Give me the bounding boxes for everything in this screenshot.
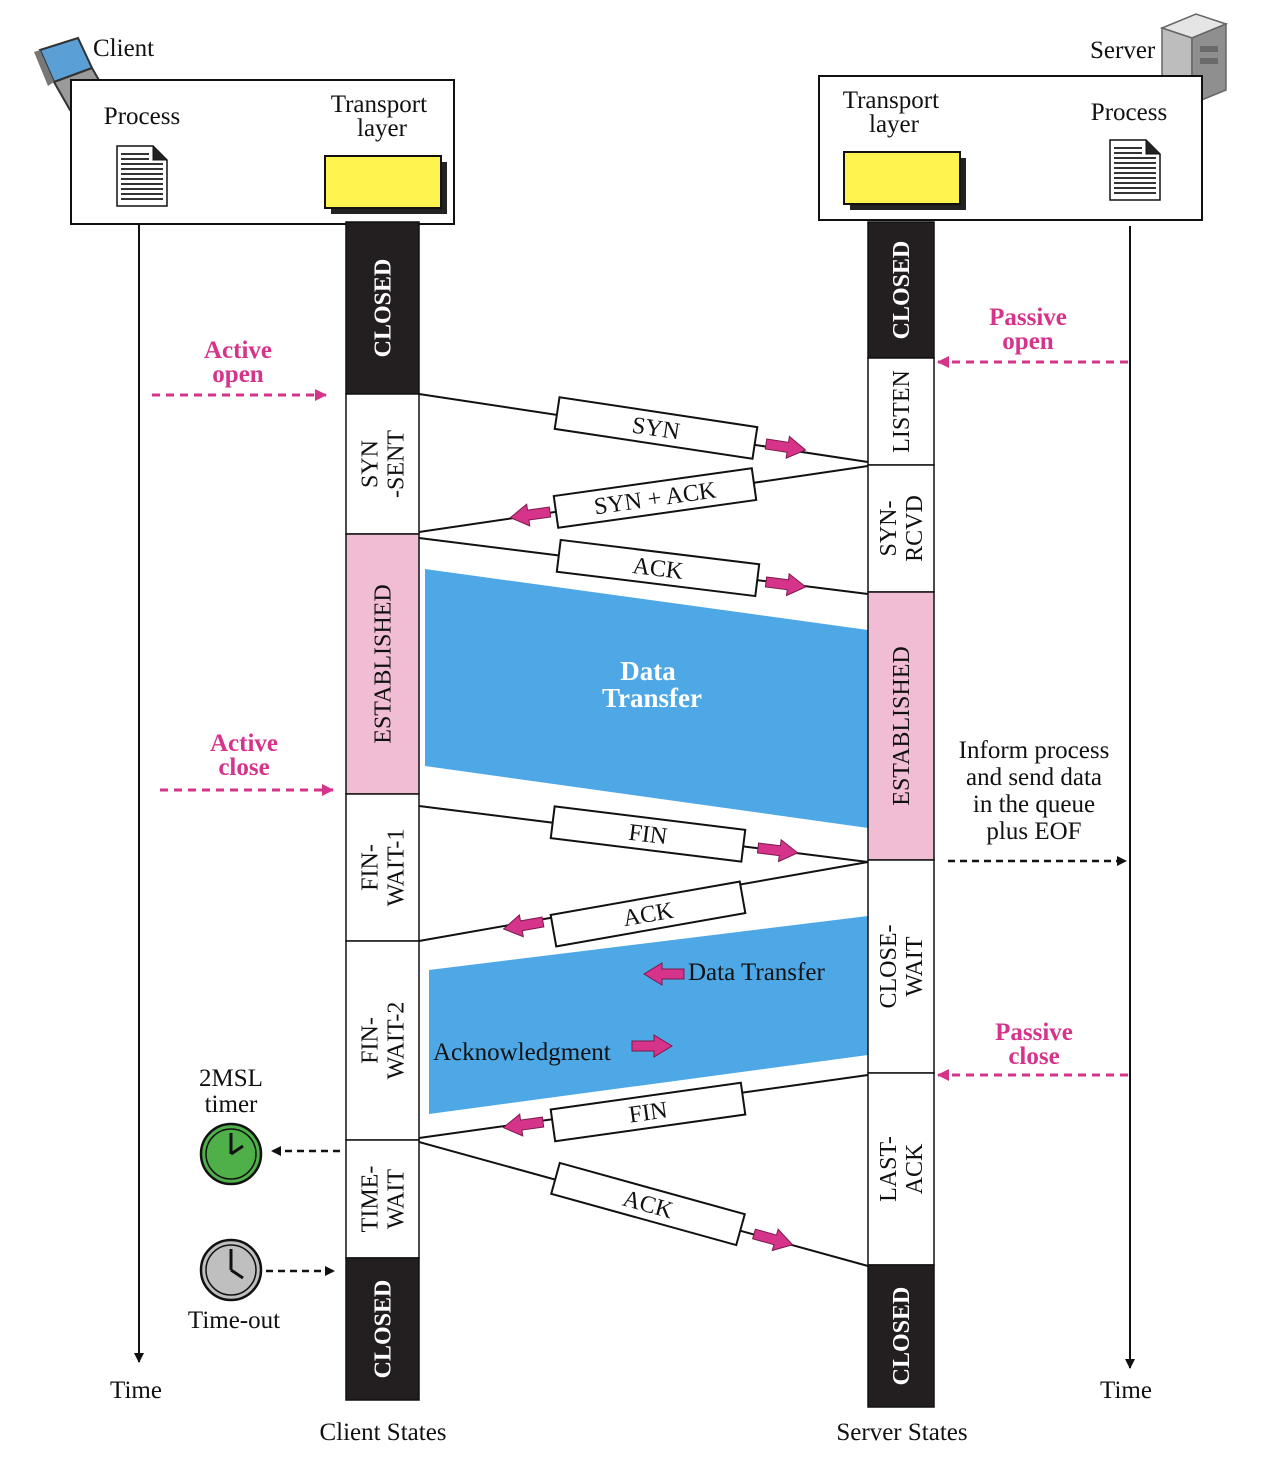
active-open-label-1: Active xyxy=(204,337,272,364)
client-states-caption: Client States xyxy=(319,1419,446,1446)
server-state-closed-0: CLOSED xyxy=(867,221,935,359)
ack-2-direction-arrow xyxy=(501,910,546,941)
segment-ack-3: ACK xyxy=(549,1161,747,1247)
server-states-caption: Server States xyxy=(836,1419,967,1446)
client-process-icon xyxy=(116,145,168,207)
client-state-fin-wait-1-3: FIN-WAIT-1 xyxy=(345,793,420,942)
svg-text:LAST-ACK: LAST-ACK xyxy=(876,1136,928,1202)
segment-syn: SYN xyxy=(553,396,759,460)
server-state-last-ack-5: LAST-ACK xyxy=(867,1072,935,1266)
timeout-clock-icon xyxy=(199,1238,263,1302)
passive-open-label-2: open xyxy=(1002,328,1054,355)
server-transport-label: Transport layer xyxy=(843,87,946,138)
fin-2-direction-arrow xyxy=(501,1110,546,1139)
client-transport-box xyxy=(324,155,447,214)
segment-ack-1: ACK xyxy=(555,538,761,598)
client-state-established-2: ESTABLISHED xyxy=(345,533,420,795)
svg-text:FIN-WAIT-2: FIN-WAIT-2 xyxy=(358,1002,410,1080)
data-transfer-label-1: Data xyxy=(620,656,676,686)
passive-open-label-1: Passive xyxy=(989,304,1067,331)
server-state-listen-1: LISTEN xyxy=(867,357,935,466)
svg-text:in the queue: in the queue xyxy=(973,791,1095,818)
svg-text:ESTABLISHED: ESTABLISHED xyxy=(889,646,915,805)
client-transport-label: Transport layer xyxy=(331,91,434,142)
server-state-established-3: ESTABLISHED xyxy=(867,591,935,861)
segment-syn-ack: SYN + ACK xyxy=(552,467,758,529)
segment-fin-1: FIN xyxy=(549,805,747,863)
server-time-label: Time xyxy=(1100,1377,1152,1404)
fin-1-direction-arrow xyxy=(756,836,800,865)
svg-text:ACK: ACK xyxy=(631,553,685,585)
server-process-label: Process xyxy=(1091,99,1167,126)
server-state-closed-6: CLOSED xyxy=(867,1264,935,1408)
svg-text:CLOSED: CLOSED xyxy=(371,1280,397,1379)
svg-text:CLOSED: CLOSED xyxy=(889,1287,915,1386)
svg-text:SYN-SENT: SYN-SENT xyxy=(358,430,410,498)
server-state-syn-rcvd-2: SYN-RCVD xyxy=(867,464,935,593)
passive-close-label-2: close xyxy=(1008,1043,1059,1070)
svg-text:FIN-WAIT-1: FIN-WAIT-1 xyxy=(358,829,410,907)
timer-label-1: 2MSL xyxy=(199,1065,263,1092)
timer-label-2: timer xyxy=(205,1091,258,1118)
half-data-transfer-label: Data Transfer xyxy=(688,959,825,986)
syn-ack-direction-arrow xyxy=(508,500,553,529)
svg-text:CLOSED: CLOSED xyxy=(889,241,915,340)
server-state-column: CLOSED LISTEN SYN-RCVD ESTABLISHED CLOSE-WAI… xyxy=(867,221,935,1408)
svg-text:SYN-RCVD: SYN-RCVD xyxy=(876,495,928,562)
svg-text:plus EOF: plus EOF xyxy=(986,818,1081,845)
server-label: Server xyxy=(1090,37,1156,64)
svg-text:FIN: FIN xyxy=(627,820,669,851)
half-close-data-region xyxy=(429,916,868,1114)
data-transfer-region xyxy=(425,569,868,828)
timer-clock-icon xyxy=(199,1122,263,1186)
svg-text:LISTEN: LISTEN xyxy=(889,370,915,453)
ack-1-direction-arrow xyxy=(764,570,808,599)
server-state-close-wait-4: CLOSE-WAIT xyxy=(867,859,935,1074)
active-close-label-2: close xyxy=(218,754,269,781)
acknowledgment-label: Acknowledgment xyxy=(433,1039,611,1066)
client-state-syn-sent-1: SYN-SENT xyxy=(345,393,420,535)
client-process-label: Process xyxy=(104,103,180,130)
server-process-icon xyxy=(1109,139,1161,201)
segment-fin-2: FIN xyxy=(549,1081,747,1143)
svg-text:Inform process: Inform process xyxy=(959,737,1110,764)
client-state-closed-0: CLOSED xyxy=(345,221,420,395)
svg-text:ESTABLISHED: ESTABLISHED xyxy=(371,584,397,743)
svg-text:TIME-WAIT: TIME-WAIT xyxy=(358,1166,410,1233)
active-open-label-2: open xyxy=(212,361,264,388)
active-close-label-1: Active xyxy=(210,730,278,757)
segment-ack-2: ACK xyxy=(549,880,747,948)
svg-text:CLOSED: CLOSED xyxy=(371,259,397,358)
syn-direction-arrow xyxy=(763,432,808,462)
client-state-fin-wait-2-4: FIN-WAIT-2 xyxy=(345,940,420,1141)
server-transport-box xyxy=(843,151,966,210)
passive-close-label-1: Passive xyxy=(995,1019,1073,1046)
svg-text:FIN: FIN xyxy=(627,1097,669,1128)
timeout-label: Time-out xyxy=(188,1307,280,1334)
client-state-time-wait-5: TIME-WAIT xyxy=(345,1139,420,1259)
ack-3-direction-arrow xyxy=(750,1222,796,1256)
svg-text:CLOSE-WAIT: CLOSE-WAIT xyxy=(876,924,928,1008)
client-label: Client xyxy=(93,35,154,62)
client-state-column: CLOSED SYN-SENT ESTABLISHED FIN-WAIT-1FIN-W… xyxy=(345,221,420,1401)
data-transfer-label-2: Transfer xyxy=(602,683,702,713)
svg-text:and send data: and send data xyxy=(966,764,1102,791)
client-time-label: Time xyxy=(110,1377,162,1404)
inform-process-note: Inform process and send data in the queu… xyxy=(959,737,1110,845)
client-state-closed-6: CLOSED xyxy=(345,1257,420,1401)
